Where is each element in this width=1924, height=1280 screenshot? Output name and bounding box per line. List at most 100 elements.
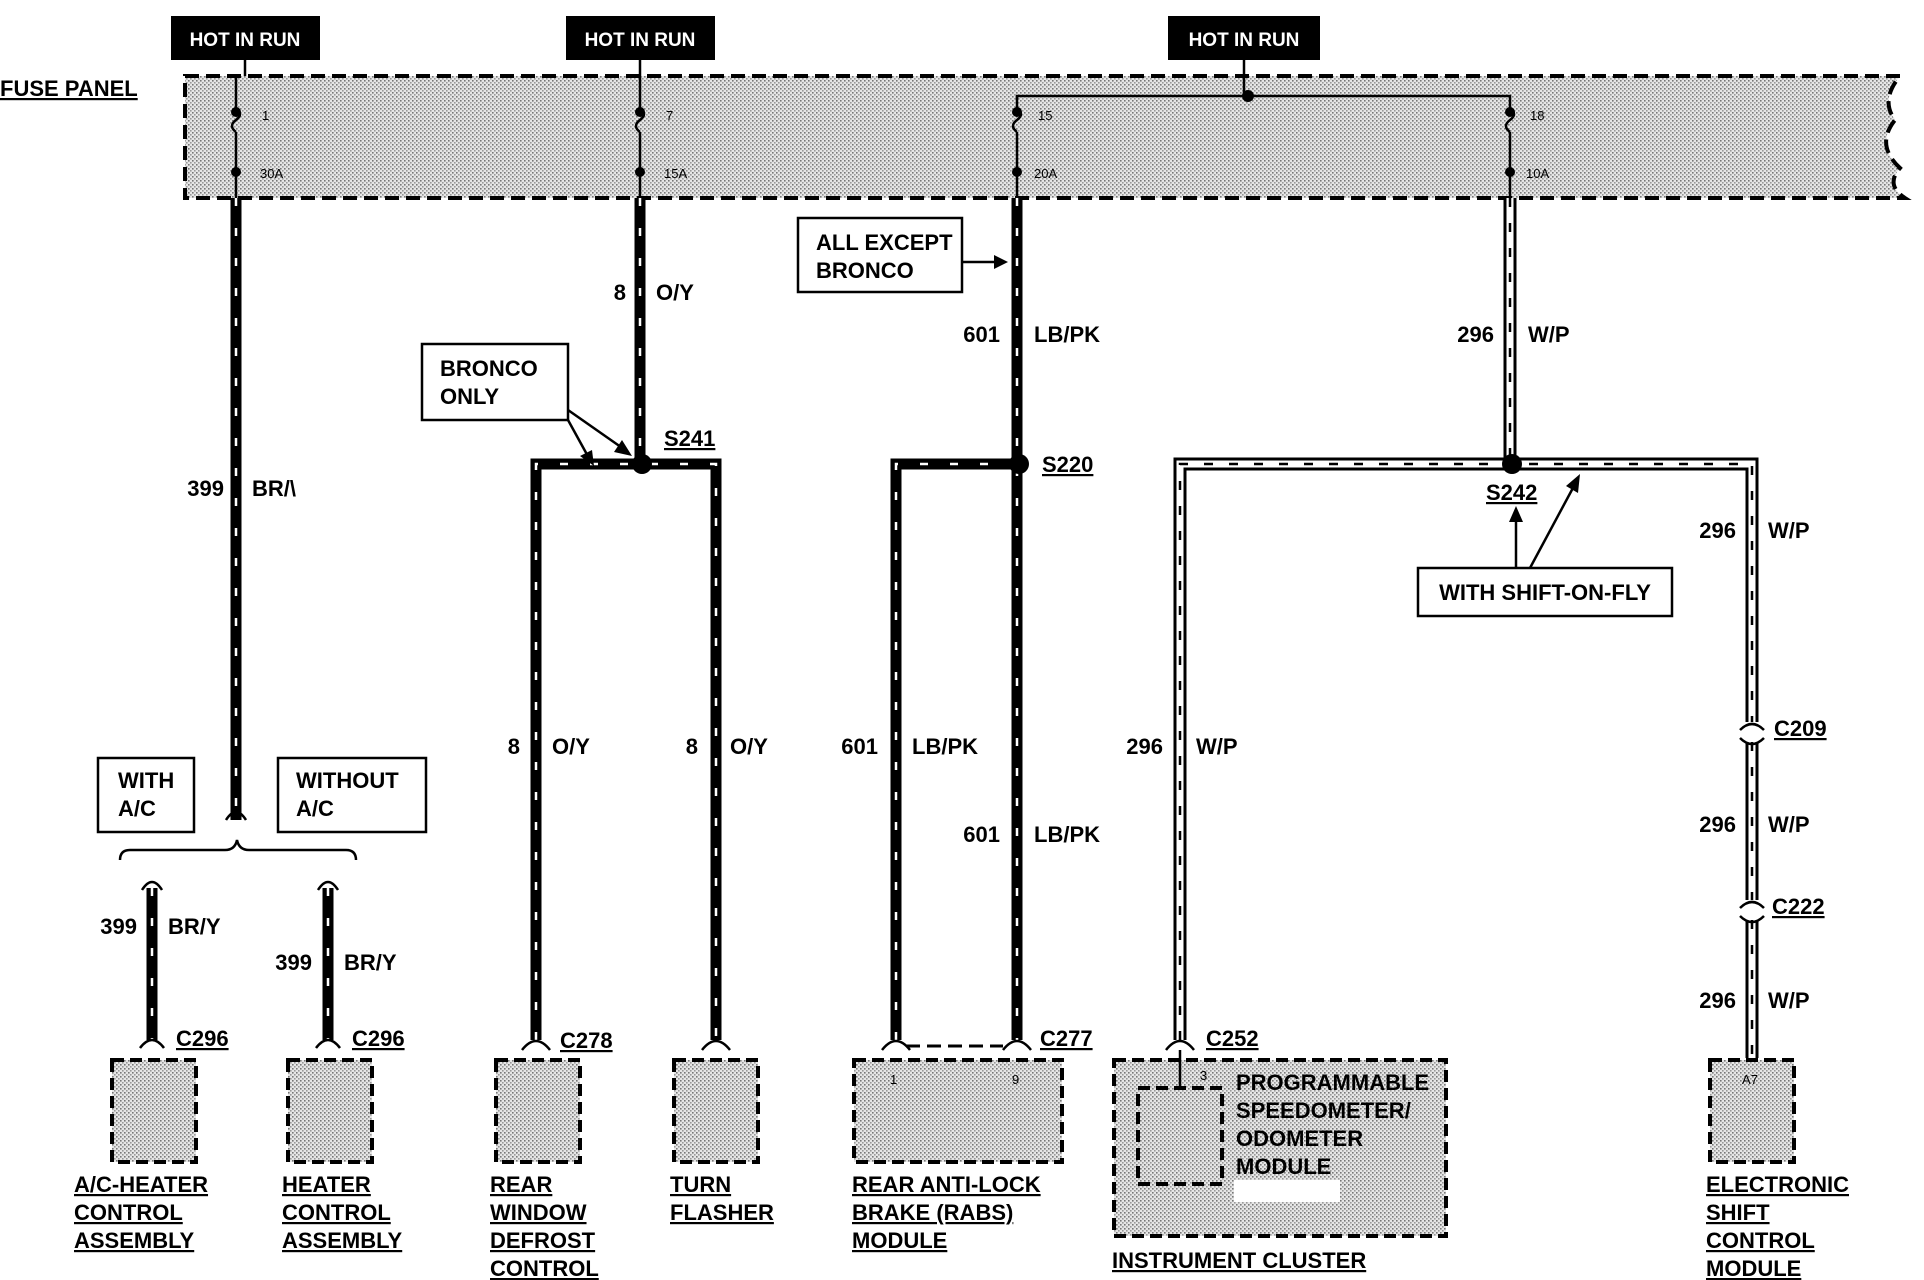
wire-circuit-number: 399 <box>100 914 137 939</box>
wire-color-code: BR/Y <box>168 914 221 939</box>
electronic-shift-control-module <box>1708 1058 1796 1164</box>
wire-8 <box>521 198 731 1051</box>
wire-color-code: BR/\ <box>252 476 296 501</box>
fuse-rating: 30A <box>260 166 283 181</box>
svg-text:CONTROL: CONTROL <box>282 1200 391 1225</box>
speedometer-odometer-module <box>1136 1086 1224 1186</box>
wire-circuit-number: 296 <box>1699 518 1736 543</box>
heater-control-assembly <box>286 1058 374 1164</box>
splice-label: S242 <box>1486 480 1537 505</box>
svg-text:FLASHER: FLASHER <box>670 1200 774 1225</box>
svg-text:MODULE: MODULE <box>852 1228 947 1253</box>
component-label: PROGRAMMABLE SPEEDOMETER/ ODOMETER MODUL… <box>1236 1070 1429 1179</box>
wire-color-code: LB/PK <box>1034 822 1100 847</box>
rear-window-defrost-control <box>494 1058 582 1164</box>
svg-text:DEFROST: DEFROST <box>490 1228 596 1253</box>
note-line: A/C <box>296 796 334 821</box>
wire-color-code: W/P <box>1768 518 1810 543</box>
wire-399 <box>118 198 358 1049</box>
pin-number: 9 <box>1012 1072 1019 1087</box>
fuse-number: 1 <box>262 108 269 123</box>
splice-label: S220 <box>1042 452 1093 477</box>
wire-296 <box>1165 198 1765 1058</box>
connector-label: C277 <box>1040 1026 1093 1051</box>
hot-label-2: HOT IN RUN <box>566 16 715 60</box>
svg-text:CONTROL: CONTROL <box>1706 1228 1815 1253</box>
wire-circuit-number: 601 <box>841 734 878 759</box>
fuse-number: 18 <box>1530 108 1544 123</box>
fuse-rating: 10A <box>1526 166 1549 181</box>
note-line: A/C <box>118 796 156 821</box>
splice-s220 <box>1009 454 1029 474</box>
fuse-number: 7 <box>666 108 673 123</box>
wire-circuit-number: 8 <box>508 734 520 759</box>
fuse-18: 18 10A <box>1504 107 1549 198</box>
hot-label-text: HOT IN RUN <box>1189 30 1300 51</box>
fuse-15: 15 20A <box>1011 96 1057 198</box>
connector-label: C209 <box>1774 716 1827 741</box>
svg-text:ASSEMBLY: ASSEMBLY <box>74 1228 195 1253</box>
hot-label-text: HOT IN RUN <box>190 30 301 51</box>
note-line: WITHOUT <box>296 768 399 793</box>
wire-color-code: O/Y <box>730 734 768 759</box>
wire-color-code: BR/Y <box>344 950 397 975</box>
svg-text:ELECTRONIC: ELECTRONIC <box>1706 1172 1849 1197</box>
svg-text:WINDOW: WINDOW <box>490 1200 587 1225</box>
wire-color-code: LB/PK <box>1034 322 1100 347</box>
hot-label-1: HOT IN RUN <box>171 16 320 60</box>
svg-text:REAR: REAR <box>490 1172 552 1197</box>
svg-text:CONTROL: CONTROL <box>74 1200 183 1225</box>
wire-color-code: W/P <box>1768 988 1810 1013</box>
component-label: HEATER CONTROL ASSEMBLY <box>282 1172 403 1253</box>
component-label: INSTRUMENT CLUSTER <box>1112 1248 1366 1273</box>
wire-circuit-number: 601 <box>963 322 1000 347</box>
svg-text:TURN: TURN <box>670 1172 731 1197</box>
connector-label: C278 <box>560 1028 613 1053</box>
wire-circuit-number: 296 <box>1699 812 1736 837</box>
wire-circuit-number: 8 <box>686 734 698 759</box>
svg-text:CONTROL: CONTROL <box>490 1256 599 1280</box>
fuse-7: 7 15A <box>634 76 687 198</box>
note-all-except-bronco: ALL EXCEPT BRONCO <box>796 216 1008 294</box>
svg-text:MODULE: MODULE <box>1706 1256 1801 1280</box>
note-with-shift-on-fly: WITH SHIFT-ON-FLY <box>1416 474 1674 618</box>
note-line: ONLY <box>440 384 499 409</box>
note-without-ac: WITHOUT A/C <box>276 756 428 834</box>
note-line: WITH SHIFT-ON-FLY <box>1439 580 1651 605</box>
note-line: ALL EXCEPT <box>816 230 953 255</box>
splice-s241 <box>632 454 652 474</box>
component-label: A/C-HEATER CONTROL ASSEMBLY <box>74 1172 208 1253</box>
wire-color-code: LB/PK <box>912 734 978 759</box>
component-label: REAR WINDOW DEFROST CONTROL <box>490 1172 599 1280</box>
wire-color-code: W/P <box>1196 734 1238 759</box>
component-label: TURN FLASHER <box>670 1172 774 1225</box>
fuse-rating: 20A <box>1034 166 1057 181</box>
wire-color-code: W/P <box>1528 322 1570 347</box>
wire-color-code: O/Y <box>656 280 694 305</box>
svg-text:ASSEMBLY: ASSEMBLY <box>282 1228 403 1253</box>
connector-label: C222 <box>1772 894 1825 919</box>
wire-circuit-number: 399 <box>275 950 312 975</box>
note-with-ac: WITH A/C <box>96 756 196 834</box>
hot-label-text: HOT IN RUN <box>585 30 696 51</box>
note-line: BRONCO <box>440 356 538 381</box>
rabs-module <box>852 1058 1064 1164</box>
svg-text:A/C-HEATER: A/C-HEATER <box>74 1172 208 1197</box>
wire-circuit-number: 601 <box>963 822 1000 847</box>
wire-circuit-number: 296 <box>1457 322 1494 347</box>
wire-circuit-number: 8 <box>614 280 626 305</box>
wire-circuit-number: 296 <box>1126 734 1163 759</box>
splice-s242 <box>1502 454 1522 474</box>
splice-label: S241 <box>664 426 715 451</box>
note-bronco-only: BRONCO ONLY <box>420 342 632 466</box>
wire-color-code: O/Y <box>552 734 590 759</box>
svg-text:SHIFT: SHIFT <box>1706 1200 1770 1225</box>
fuse-number: 15 <box>1038 108 1052 123</box>
wire-circuit-number: 399 <box>187 476 224 501</box>
svg-text:HEATER: HEATER <box>282 1172 371 1197</box>
wire-circuit-number: 296 <box>1699 988 1736 1013</box>
hot-label-3: HOT IN RUN <box>1168 16 1320 60</box>
svg-text:PROGRAMMABLE: PROGRAMMABLE <box>1236 1070 1429 1095</box>
pin-number: 3 <box>1200 1068 1207 1083</box>
turn-flasher <box>672 1058 760 1164</box>
